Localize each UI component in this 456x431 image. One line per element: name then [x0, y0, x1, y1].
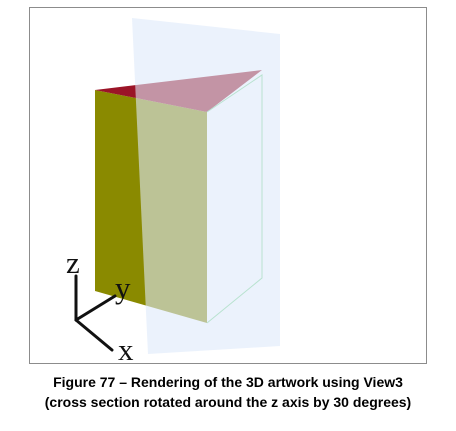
- y-axis-line: [74, 294, 117, 322]
- caption-line-1: Figure 77 – Rendering of the 3D artwork …: [53, 374, 403, 390]
- caption-line-2: (cross section rotated around the z axis…: [44, 394, 412, 410]
- x-axis-line: [74, 318, 114, 352]
- y-axis-label: y: [115, 270, 131, 305]
- figure-caption: Figure 77 – Rendering of the 3D artwork …: [0, 372, 456, 412]
- rendering-canvas: z y x: [66, 18, 280, 364]
- x-axis-label: x: [118, 332, 134, 364]
- cross-section-plane: [132, 18, 280, 354]
- z-axis-label: z: [66, 245, 80, 280]
- axis-triad: [74, 274, 117, 352]
- figure-3d-artwork: z y x: [29, 7, 427, 364]
